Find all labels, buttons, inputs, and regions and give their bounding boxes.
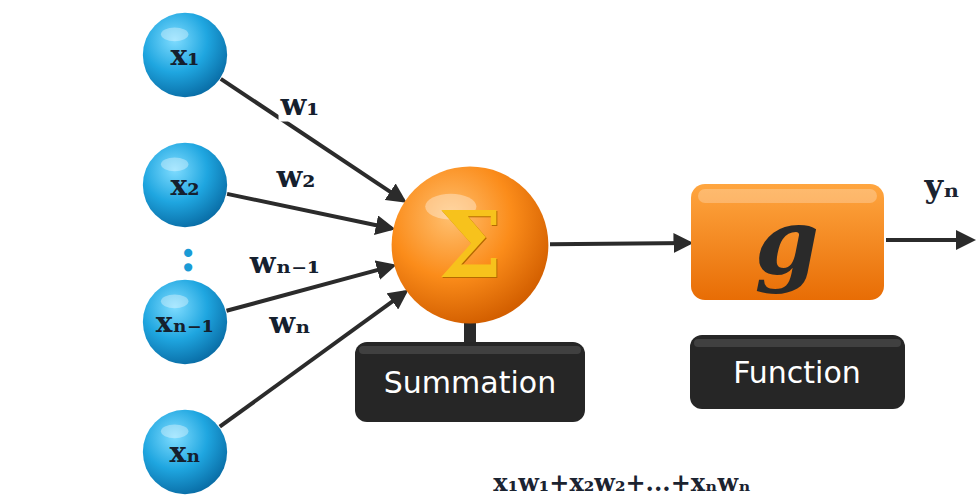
input-node: xₙ₋₁ [142,279,228,365]
node-text: x₂ [171,169,200,202]
weight-connector [550,243,690,244]
input-node: x₂ [142,142,228,228]
weight-label: w₂ [275,159,318,194]
pedestal-stem [464,322,476,344]
input-node: x₁ [142,12,228,98]
node-text: xₙ₋₁ [156,306,214,339]
node-text: g [755,196,819,288]
weight-label: wₙ [267,305,312,340]
weight-connector [227,194,392,229]
node-text: xₙ [169,436,200,469]
weight-label: w₁ [279,87,322,122]
function-label-box: Function [690,335,905,409]
summation-node: Σ [390,165,550,325]
weight-connector [221,79,404,201]
input-node: xₙ [142,409,228,495]
node-text: x₁ [171,39,200,72]
weight-label: wₙ₋₁ [248,245,322,280]
ellipsis-dots: : [180,230,196,281]
activation-box: g [690,183,885,301]
formula-label: x₁w₁+x₂w₂+...+xₙwₙ [493,468,750,497]
output-label: yₙ [924,167,959,205]
output-arrow [886,238,972,242]
node-text: Function [733,355,861,390]
summation-label-box: Summation [355,342,585,422]
node-text: Summation [384,365,556,400]
node-text: Σ [437,199,502,291]
